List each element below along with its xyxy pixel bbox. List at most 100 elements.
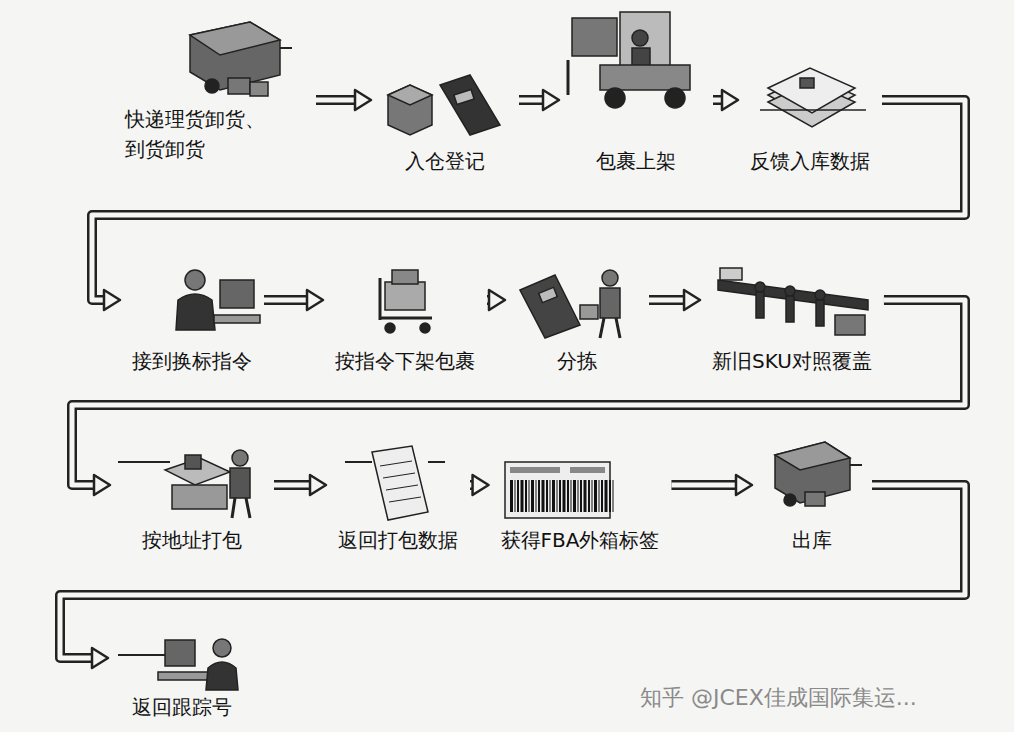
barcode-bar	[580, 480, 582, 512]
flow-arrow	[92, 100, 965, 310]
barcode-bar	[594, 480, 597, 512]
barcode-bar	[584, 480, 587, 512]
cart-icon	[380, 270, 432, 333]
process-step: 按地址打包	[116, 445, 268, 555]
flow-arrow	[72, 300, 965, 495]
step-label: 出库	[792, 525, 832, 555]
process-step: 返回打包数据	[332, 445, 464, 555]
watermark: 知乎 @JCEX佳成国际集运...	[640, 683, 917, 713]
arrow-outline	[264, 295, 307, 305]
flow-arrow	[316, 90, 371, 110]
barcode-bar	[592, 480, 593, 512]
arrow-outline	[519, 95, 543, 105]
barcode-label-icon	[505, 462, 614, 518]
arrow-inner	[264, 298, 307, 303]
barcode-bar	[550, 480, 551, 512]
arrow-outline	[60, 485, 965, 658]
arrow-outline	[92, 100, 965, 300]
step-label: 包裹上架	[596, 146, 676, 176]
barcode-bar	[515, 480, 516, 512]
packing-icon	[118, 450, 250, 518]
step-label: 入仓登记	[405, 146, 485, 176]
step-label: 获得FBA外箱标签	[501, 525, 660, 555]
step-label: 按指令下架包裹	[335, 346, 475, 376]
flow-arrow	[274, 475, 326, 495]
arrow-head	[736, 475, 752, 495]
arrow-inner	[316, 98, 355, 103]
barcode-bar	[517, 480, 519, 512]
barcode-bar	[531, 480, 534, 512]
flow-arrow	[649, 290, 700, 310]
arrow-outline	[713, 95, 722, 105]
barcode-bar	[538, 480, 540, 512]
operator-icon	[118, 639, 238, 690]
arrow-inner	[519, 98, 543, 103]
process-step: 按指令下架包裹	[329, 262, 481, 376]
arrow-head	[722, 90, 738, 110]
arrow-inner	[60, 485, 965, 658]
step-label: 返回跟踪号	[132, 692, 232, 722]
truck-icon	[775, 442, 862, 506]
arrow-outline	[72, 300, 965, 485]
process-step: 接到换标指令	[126, 262, 258, 376]
arrow-head	[355, 90, 371, 110]
conveyor-icon	[718, 268, 868, 335]
barcode-bar	[542, 480, 545, 512]
step-label: 分拣	[557, 346, 597, 376]
barcode-bar	[578, 480, 579, 512]
process-step: 反馈入库数据	[744, 62, 876, 176]
barcode-bar	[613, 480, 614, 512]
process-step: 获得FBA外箱标签	[495, 445, 666, 555]
flow-arrow	[470, 475, 489, 495]
barcode-bar	[605, 480, 608, 512]
arrow-head	[473, 475, 489, 495]
arrow-head	[489, 290, 505, 310]
barcode-bar	[521, 480, 524, 512]
arrow-head	[310, 475, 326, 495]
step-label: 返回打包数据	[338, 525, 458, 555]
parcel-scanner-icon	[388, 75, 500, 135]
flow-arrow	[713, 90, 738, 110]
barcode-bar	[588, 480, 590, 512]
process-step: 分拣	[511, 262, 643, 376]
barcode-bar	[552, 480, 555, 512]
process-step: 新旧SKU对照覆盖	[706, 262, 878, 376]
process-step: 入仓登记	[377, 70, 513, 176]
arrow-outline	[274, 480, 310, 490]
flow-arrow	[519, 90, 559, 110]
arrow-head	[307, 290, 323, 310]
process-step: 返回跟踪号	[114, 632, 250, 722]
flow-arrow	[264, 290, 323, 310]
arrow-head	[92, 648, 108, 668]
barcode-bar	[510, 480, 513, 512]
barcode-bar	[559, 480, 561, 512]
step-label: 接到换标指令	[132, 346, 252, 376]
barcode-bar	[536, 480, 537, 512]
barcode-bar	[571, 480, 572, 512]
barcode-bar	[567, 480, 569, 512]
step-label: 新旧SKU对照覆盖	[712, 346, 872, 376]
step-label: 快递理货卸货、 到货卸货	[125, 104, 305, 164]
arrow-head	[94, 475, 110, 495]
barcode-bar	[599, 480, 600, 512]
arrow-inner	[72, 300, 965, 485]
barcode-bar	[563, 480, 566, 512]
arrow-head	[104, 290, 120, 310]
barcode-bar	[557, 480, 558, 512]
documents-icon	[760, 68, 866, 127]
step-label: 按地址打包	[142, 525, 242, 555]
arrow-inner	[649, 298, 684, 303]
arrow-inner	[274, 483, 310, 488]
sorting-icon	[520, 270, 620, 338]
arrow-head	[684, 290, 700, 310]
barcode-bar	[525, 480, 527, 512]
arrow-outline	[316, 95, 355, 105]
arrow-outline	[649, 295, 684, 305]
forklift-icon	[568, 12, 690, 108]
arrow-head	[543, 90, 559, 110]
barcode-bar	[609, 480, 611, 512]
barcode-bar	[601, 480, 603, 512]
operator-icon	[176, 270, 260, 330]
process-step: 出库	[758, 438, 866, 555]
